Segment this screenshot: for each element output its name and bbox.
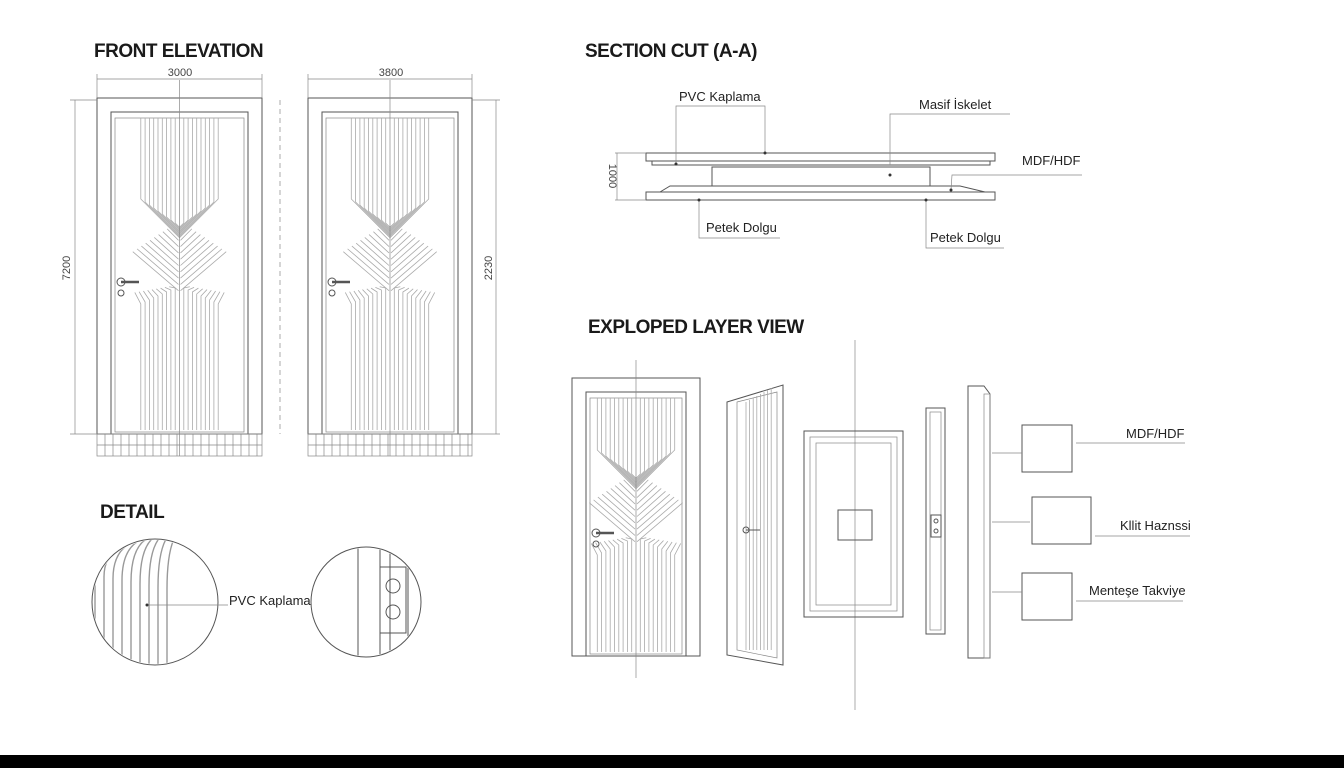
front-elevation-title: FRONT ELEVATION (94, 41, 263, 62)
dimension-lines (70, 74, 500, 435)
section-thickness-dim: 1000 (606, 164, 618, 188)
swatch-label-mentese-takviye: Menteşe Takviye (1089, 583, 1186, 598)
swatch-label-mdf-hdf: MDF/HDF (1126, 426, 1185, 441)
section-cut-drawing (615, 105, 1082, 249)
exploded-honeycomb-core (803, 430, 904, 618)
label-masif-iskelet: Masif İskelet (919, 97, 992, 112)
material-swatches (992, 424, 1190, 621)
exploded-lock-block-panel (925, 407, 946, 635)
exploded-view-title: EXPLOPED LAYER VIEW (588, 317, 804, 338)
swatch-mdf-hdf (1021, 424, 1073, 473)
door1-width-dim: 3000 (168, 67, 192, 79)
label-petek-dolgu-right: Petek Dolgu (930, 230, 1001, 245)
swatch-mentese-takviye (1021, 572, 1073, 621)
exploded-door-front (571, 360, 701, 678)
door-elevation-1 (96, 80, 263, 457)
door-elevation-2 (307, 80, 473, 457)
label-pvc-kaplama: PVC Kaplama (679, 89, 761, 104)
label-petek-dolgu-left: Petek Dolgu (706, 220, 777, 235)
detail-groove-circle (91, 538, 228, 666)
section-cut-title: SECTION CUT (A-A) (585, 41, 757, 62)
door2-width-dim: 3800 (379, 67, 403, 79)
door1-height-dim: 7200 (61, 256, 73, 280)
detail-lock-circle (310, 546, 422, 658)
detail-title: DETAIL (100, 502, 165, 523)
swatch-label-kilit-hazinesi: Kllit Haznssi (1120, 518, 1191, 533)
label-mdf-hdf: MDF/HDF (1022, 153, 1081, 168)
swatch-kilit-hazinesi (1031, 496, 1092, 545)
bottom-bar (0, 755, 1344, 768)
door2-height-dim: 2230 (483, 256, 495, 280)
exploded-door-leaf-perspective (726, 384, 784, 666)
exploded-mdf-panel (967, 385, 991, 659)
detail-label-pvc-kaplama: PVC Kaplama (229, 593, 311, 608)
